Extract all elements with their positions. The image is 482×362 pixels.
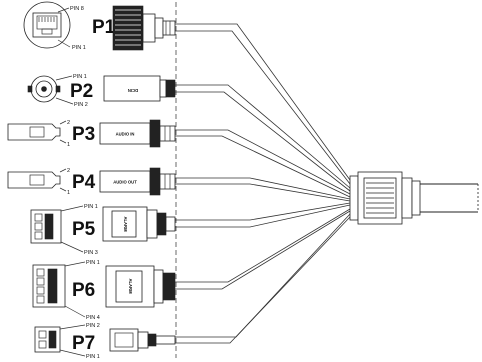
p4-pin-top: 2	[67, 168, 70, 174]
p2-plug-text: DCIN	[128, 88, 138, 93]
rca-plug-icon	[7, 123, 61, 141]
connector-p6: PIN 1 PIN 4 P6 ALARM	[32, 260, 176, 321]
connector-p2: PIN 1 PIN 2 P2 DCIN	[27, 74, 176, 108]
rca-plug-icon	[7, 171, 61, 189]
p3-plug-text: AUDIO IN	[116, 132, 135, 137]
p7-pin-top: PIN 2	[86, 323, 100, 329]
p4-pin-bottom: 1	[67, 190, 70, 196]
p3-label: P3	[72, 124, 95, 145]
p6-pin-top: PIN 1	[86, 260, 100, 266]
p6-pin-bottom: PIN 4	[86, 315, 100, 321]
p1-label: P1	[92, 17, 116, 38]
p2-label: P2	[70, 81, 93, 102]
connector-p4: 2 1 P4 AUDIO OUT	[7, 167, 176, 196]
p5-pin-bottom: PIN 3	[84, 250, 98, 256]
p7-label: P7	[72, 333, 95, 354]
main-cable-connector	[349, 171, 479, 225]
p6-plug-text: ALARM	[128, 278, 133, 294]
p4-label: P4	[72, 172, 96, 193]
connector-p1: PIN 8 PIN 1 P1	[23, 1, 176, 51]
p1-plug-body	[112, 5, 144, 51]
p1-pin-top: PIN 8	[70, 6, 84, 12]
p7-plug-body	[109, 328, 139, 352]
connector-p7: PIN 2 PIN 1 P7	[34, 323, 176, 360]
p6-label: P6	[72, 280, 95, 301]
p3-pin-bottom: 1	[67, 142, 70, 148]
connector-p5: PIN 1 PIN 3 P5 ALARM	[30, 204, 176, 256]
connector-p3: 2 1 P3 AUDIO IN	[7, 119, 176, 148]
p5-plug-text: ALARM	[123, 216, 128, 232]
p7-pin-bottom: PIN 1	[86, 354, 100, 360]
cable-lines	[175, 23, 351, 344]
p1-pin-bottom: PIN 1	[72, 45, 86, 51]
p5-label: P5	[72, 219, 96, 240]
p2-pin-top: PIN 1	[73, 74, 87, 80]
main-cable	[420, 183, 478, 213]
p2-plug-body	[103, 75, 161, 102]
p5-pin-top: PIN 1	[84, 204, 98, 210]
p2-pin-bottom: PIN 2	[74, 102, 88, 108]
p3-pin-top: 2	[67, 120, 70, 126]
p4-plug-text: AUDIO OUT	[113, 180, 137, 185]
